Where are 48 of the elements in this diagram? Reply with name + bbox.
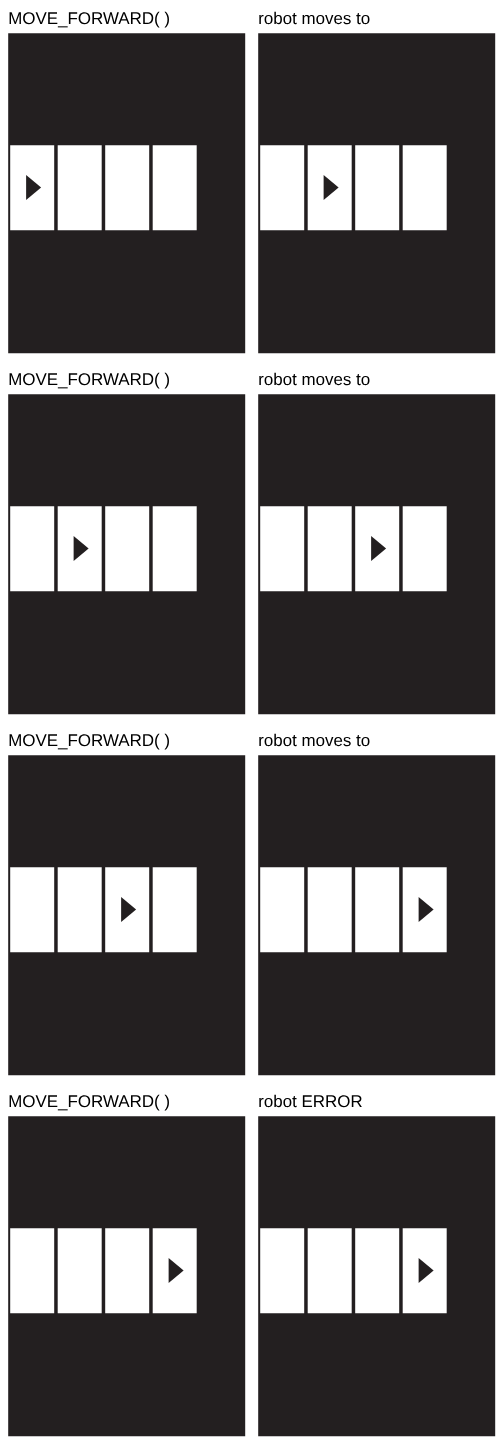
robot-marker (418, 896, 434, 923)
robot-marker (73, 535, 89, 562)
robot-marker (168, 1257, 184, 1284)
grid-cell (57, 506, 102, 592)
grid-cell (355, 506, 400, 592)
robot-marker (323, 174, 339, 201)
grid-cell (152, 145, 197, 231)
robot-marker (418, 1257, 434, 1284)
grid-cell (10, 1228, 55, 1314)
grid-cell (105, 145, 150, 231)
grid-cell (260, 145, 305, 231)
grid-cell (10, 867, 55, 953)
grid-cell (260, 1228, 305, 1314)
grid-cell (105, 867, 150, 953)
grid-cell (307, 506, 352, 592)
panel-heading: MOVE_FORWARD( ) (9, 733, 169, 750)
grid-cell (355, 1228, 400, 1314)
grid-cell (355, 145, 400, 231)
grid-cell (105, 506, 150, 592)
grid-cell (355, 867, 400, 953)
grid-cell (402, 867, 447, 953)
panel-heading: MOVE_FORWARD( ) (9, 1094, 169, 1111)
grid-cell (57, 1228, 102, 1314)
panel-heading: robot moves to (259, 372, 370, 386)
grid-cell (152, 1228, 197, 1314)
grid-cell (402, 506, 447, 592)
grid-cell (402, 1228, 447, 1314)
grid-cell (307, 1228, 352, 1314)
grid-cell (152, 867, 197, 953)
grid-cell (105, 1228, 150, 1314)
panel-heading: MOVE_FORWARD( ) (9, 11, 169, 28)
panel-heading: robot moves to (259, 11, 370, 25)
grid-cell (10, 506, 55, 592)
robot-marker (121, 896, 137, 923)
panel-heading: robot moves to (259, 733, 370, 747)
grid-cell (307, 145, 352, 231)
grid-cell (260, 867, 305, 953)
robot-marker (26, 174, 42, 201)
grid-cell (152, 506, 197, 592)
grid-cell (260, 506, 305, 592)
robot-marker (371, 535, 387, 562)
panel-heading: robot ERROR (259, 1094, 362, 1108)
panel-heading: MOVE_FORWARD( ) (9, 372, 169, 389)
grid-cell (402, 145, 447, 231)
grid-cell (307, 867, 352, 953)
grid-cell (57, 145, 102, 231)
grid-cell (57, 867, 102, 953)
grid-cell (10, 145, 55, 231)
